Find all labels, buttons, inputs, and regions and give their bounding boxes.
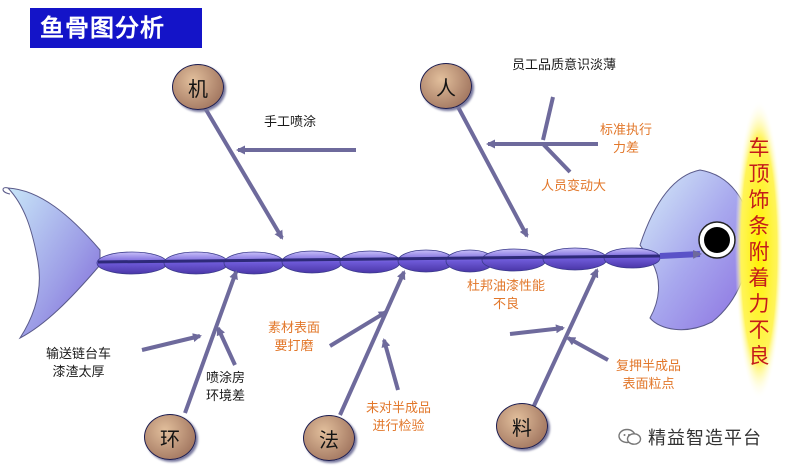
category-environment: 环 (144, 414, 196, 460)
diagram-title: 鱼骨图分析 (30, 8, 202, 48)
sub-arrows (141, 96, 609, 391)
category-machine: 机 (172, 64, 224, 110)
cause-no-semifinished-check: 未对半成品 进行检验 (366, 401, 432, 434)
cause-staff-turnover: 人员变动大 (541, 179, 607, 194)
cause-dupont-paint: 杜邦油漆性能 不良 (467, 279, 546, 312)
problem-statement: 车顶饰条附着力不良 (748, 136, 770, 368)
category-method: 法 (303, 415, 355, 461)
problem-highlight (735, 100, 783, 400)
cause-conveyor-slag: 输送链台车 漆渣太厚 (46, 347, 112, 380)
category-material: 料 (496, 403, 548, 449)
cause-standard-execution: 标准执行 力差 (600, 123, 653, 156)
fish-tail (6, 187, 101, 340)
cause-surface-sanding: 素材表面 要打磨 (268, 321, 321, 354)
watermark-text: 精益智造平台 (648, 428, 762, 449)
wechat-icon (618, 428, 642, 446)
category-man: 人 (420, 63, 472, 109)
watermark: 精益智造平台 (618, 422, 788, 452)
cause-surface-particles: 复押半成品 表面粒点 (616, 359, 682, 392)
fish-spine (96, 247, 702, 275)
cause-spray-booth-env: 喷涂房 环境差 (206, 371, 246, 404)
bones (183, 104, 599, 416)
cause-manual-spray: 手工喷涂 (264, 115, 317, 130)
cause-quality-awareness: 员工品质意识淡薄 (512, 58, 617, 73)
